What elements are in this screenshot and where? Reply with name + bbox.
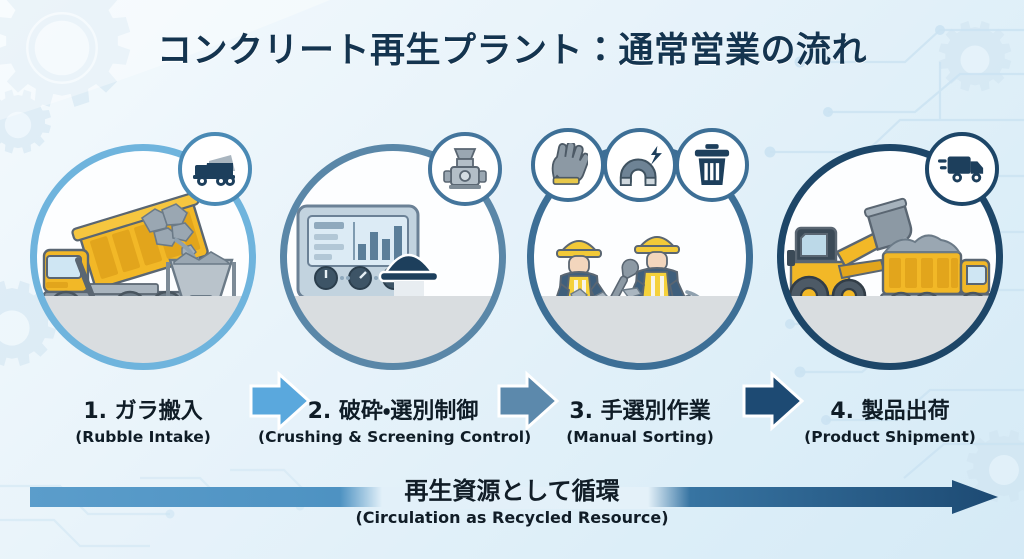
step-labels: 1. ガラ搬入 (Rubble Intake) 2. 破砕・選別制御 (Crus…: [0, 398, 1024, 460]
arrow-step3-to-step4: [742, 370, 805, 432]
step-3-badge-glove[interactable]: [531, 128, 605, 202]
step-3-badge-trash-bin[interactable]: [675, 128, 749, 202]
step-1-badge-dump-truck[interactable]: [178, 132, 252, 206]
step-2-ring: [280, 144, 506, 370]
arrow-step1-to-step2: [249, 370, 312, 432]
trash-bin-icon: [694, 144, 730, 185]
step-4-badge-delivery-truck[interactable]: [925, 132, 999, 206]
crusher-machine-icon: [443, 148, 487, 189]
step-3-badge-magnet[interactable]: [603, 128, 677, 202]
step-4-label-en: (Product Shipment): [804, 428, 976, 446]
step-3-label-ja: 3. 手選別作業: [569, 399, 711, 424]
step-1-ring: [30, 144, 256, 370]
step-2-badge-crusher[interactable]: [428, 132, 502, 206]
step-4-ring: [777, 144, 1003, 370]
glove-icon: [551, 143, 588, 185]
step-3-label-en: (Manual Sorting): [566, 428, 714, 446]
step-2-crushing-screening-control[interactable]: [268, 132, 518, 382]
step-1-label: 1. ガラ搬入 (Rubble Intake): [8, 398, 278, 448]
step-2-label-en: (Crushing & Screening Control): [258, 428, 532, 446]
process-steps: [0, 128, 1024, 432]
arrow-step2-to-step3: [497, 370, 560, 432]
delivery-truck-icon: [938, 156, 984, 183]
step-3-manual-sorting[interactable]: [515, 128, 765, 382]
step-1-rubble-intake[interactable]: [18, 132, 268, 382]
circulation-banner-text: 再生資源として循環 (Circulation as Recycled Resou…: [0, 476, 1024, 530]
dump-truck-icon: [193, 155, 235, 186]
step-1-label-en: (Rubble Intake): [75, 428, 211, 446]
page-title: コンクリート再生プラント：通常営業の流れ: [156, 31, 867, 71]
step-2-label: 2. 破砕・選別制御 (Crushing & Screening Control…: [258, 398, 532, 448]
step-3-label: 3. 手選別作業 (Manual Sorting): [505, 398, 775, 448]
banner-label-en: (Circulation as Recycled Resource): [355, 508, 669, 527]
step-1-label-ja: 1. ガラ搬入: [83, 399, 203, 424]
banner-text-backdrop: [340, 487, 690, 509]
step-2-label-ja: 2. 破砕・選別制御: [307, 399, 479, 424]
step-4-label-ja: 4. 製品出荷: [830, 399, 950, 424]
step-4-label: 4. 製品出荷 (Product Shipment): [755, 398, 1024, 448]
magnet-icon: [619, 145, 662, 186]
banner-label-ja: 再生資源として循環: [404, 477, 620, 505]
step-4-product-shipment[interactable]: [765, 132, 1015, 382]
